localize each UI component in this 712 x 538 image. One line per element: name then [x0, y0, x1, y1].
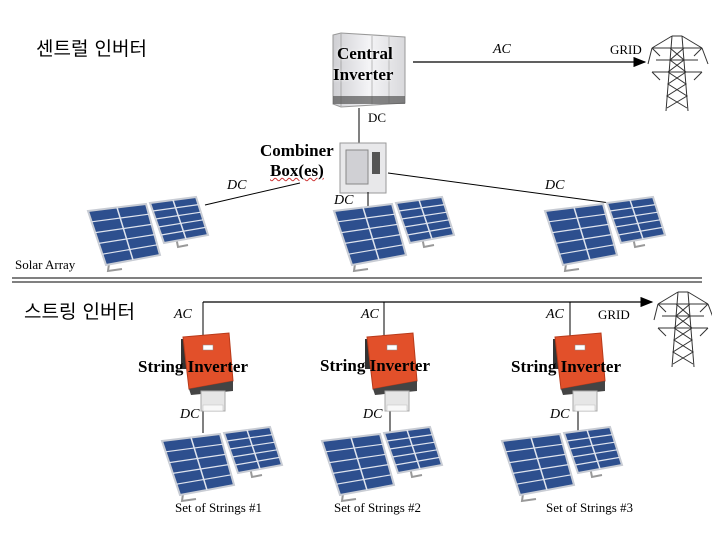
- string-section-title: 스트링 인버터: [24, 301, 135, 323]
- grid-pylon-icon: [653, 291, 712, 368]
- central-inverter-label-1: Central: [337, 44, 393, 63]
- ac-label-2: AC: [361, 307, 379, 322]
- dc-line-right: [387, 172, 611, 204]
- solar-panel-group-2: [321, 426, 443, 502]
- grid-label-string: GRID: [598, 307, 630, 322]
- solar-panel-group-1: [161, 426, 283, 502]
- solar-panel-group-right: [544, 196, 666, 272]
- ac-label-3: AC: [546, 307, 564, 322]
- grid-label: GRID: [610, 42, 642, 57]
- central-section-title: 센트럴 인버터: [36, 38, 147, 60]
- string-inverter-label-1: String Inverter: [138, 357, 249, 376]
- section-divider: [12, 277, 702, 283]
- dc-label-1: DC: [180, 407, 200, 422]
- solar-panel-group-3: [501, 426, 623, 502]
- dc-label-center: DC: [334, 193, 354, 208]
- combiner-box: [339, 142, 387, 194]
- combiner-label-2: Box(es): [270, 161, 324, 180]
- dc-label-2: DC: [363, 407, 383, 422]
- dc-label-3: DC: [550, 407, 570, 422]
- dc-line-left: [204, 182, 301, 206]
- ac-label: AC: [493, 42, 511, 57]
- string-inverter-label-2: String Inverter: [320, 356, 431, 375]
- grid-pylon-icon: [647, 35, 709, 112]
- combiner-label-1: Combiner: [260, 141, 334, 160]
- central-inverter-cabinet: [332, 32, 406, 108]
- dc-label-inverter: DC: [368, 110, 387, 125]
- set-of-strings-label-1: Set of Strings #1: [175, 500, 263, 515]
- solar-panel-group-left: [87, 196, 209, 272]
- ac-label-1: AC: [174, 307, 192, 322]
- central-inverter-label-2: Inverter: [333, 65, 394, 84]
- set-of-strings-label-2: Set of Strings #2: [334, 500, 422, 515]
- string-inverter-label-3: String Inverter: [511, 357, 622, 376]
- dc-label-left: DC: [227, 178, 247, 193]
- set-of-strings-label-3: Set of Strings #3: [546, 500, 634, 515]
- dc-label-right: DC: [545, 178, 565, 193]
- solar-array-label: Solar Array: [15, 257, 76, 272]
